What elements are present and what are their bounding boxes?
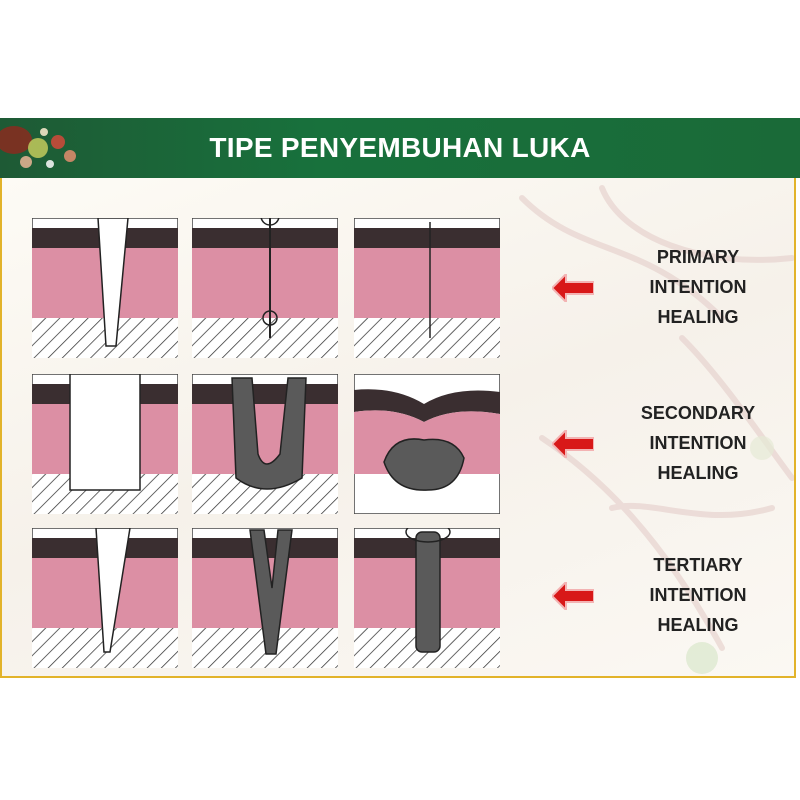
cell-decoration-icon (0, 126, 76, 168)
tertiary-stage-1-open-incision (32, 528, 178, 668)
left-arrow-icon (552, 274, 594, 302)
title-banner: TIPE PENYEMBUHAN LUKA (0, 118, 800, 178)
tertiary-intention-label: TERTIARY INTENTION HEALING (649, 555, 747, 635)
secondary-stage-1-open-wound (32, 374, 178, 514)
left-arrow-icon (552, 430, 594, 458)
tertiary-stage-2-delayed-closure (192, 528, 338, 668)
secondary-stage-3-contracted-scar (354, 374, 500, 514)
tertiary-stage-3-sutured-scar (354, 528, 500, 668)
primary-intention-label: PRIMARY INTENTION HEALING (649, 247, 747, 327)
primary-stage-3-healed-scar (354, 218, 500, 358)
primary-stage-2-sutured (192, 218, 338, 358)
page-title: TIPE PENYEMBUHAN LUKA (209, 132, 591, 163)
primary-stage-1-open-incision (32, 218, 178, 358)
secondary-stage-2-granulation (192, 374, 338, 514)
left-arrow-icon (552, 582, 594, 610)
secondary-intention-label: SECONDARY INTENTION HEALING (640, 403, 756, 483)
diagram-panel: PRIMARY INTENTION HEALING SECONDARY INTE… (0, 178, 796, 678)
